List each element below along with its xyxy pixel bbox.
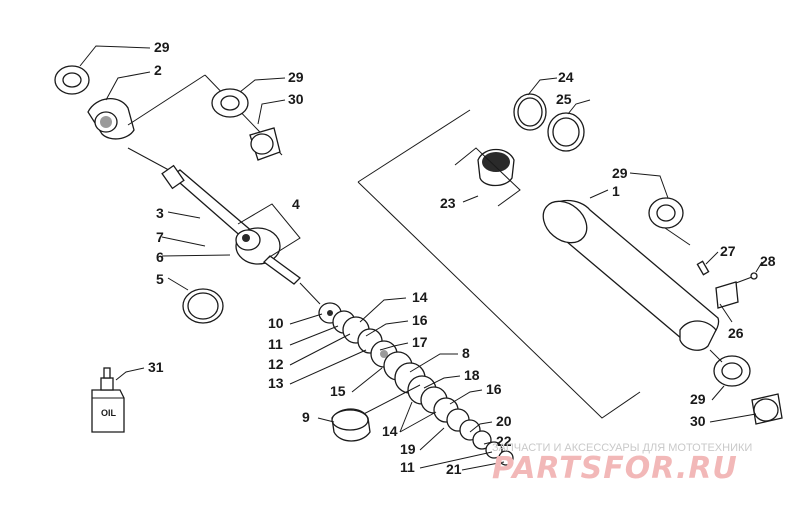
callout-3: 3	[156, 205, 164, 221]
bushing-29-bottom	[713, 355, 751, 387]
leader-lines	[79, 45, 763, 471]
callout-4: 4	[292, 196, 300, 212]
bushing-29-right	[211, 88, 249, 118]
callout-9: 9	[302, 409, 310, 425]
o-ring-25	[547, 112, 585, 152]
eyelet-2	[87, 98, 135, 140]
watermark-tagline: ЗАПЧАСТИ И АКСЕССУАРЫ ДЛЯ МОТОТЕХНИКИ	[492, 442, 752, 454]
piston-body-6	[235, 227, 301, 285]
callout-22: 22	[496, 433, 512, 449]
callout-1: 1	[612, 183, 620, 199]
callout-19: 19	[400, 441, 416, 457]
callout-8: 8	[462, 345, 470, 361]
cylinder-1	[542, 199, 720, 351]
callout-5: 5	[156, 271, 164, 287]
callout-10: 10	[268, 315, 284, 331]
callout-30: 30	[288, 91, 304, 107]
callout-12: 12	[268, 356, 284, 372]
valve-27	[696, 260, 710, 276]
callout-15: 15	[330, 383, 346, 399]
callout-7: 7	[156, 229, 164, 245]
o-ring-5	[182, 288, 224, 324]
callout-17: 17	[412, 334, 428, 350]
callout-14: 14	[412, 289, 428, 305]
o-ring-24	[513, 93, 547, 131]
sleeve-30	[249, 127, 281, 161]
bushing-29-cyl	[648, 197, 684, 229]
callout-26: 26	[728, 325, 744, 341]
callout-13: 13	[268, 375, 284, 391]
callout-14: 14	[382, 423, 398, 439]
callout-2: 2	[154, 62, 162, 78]
callout-29: 29	[288, 69, 304, 85]
callout-labels: 29 2 29 30 3 4 7 6 5 24 25 23 29 1 27 28…	[148, 39, 776, 477]
callout-21: 21	[446, 461, 462, 477]
callout-29: 29	[612, 165, 628, 181]
callout-29: 29	[690, 391, 706, 407]
callout-27: 27	[720, 243, 736, 259]
callout-6: 6	[156, 249, 164, 265]
callout-24: 24	[558, 69, 574, 85]
sleeve-30-bottom	[751, 393, 783, 425]
callout-20: 20	[496, 413, 512, 429]
callout-16: 16	[412, 312, 428, 328]
callout-31: 31	[148, 359, 164, 375]
callout-16: 16	[486, 381, 502, 397]
callout-29: 29	[154, 39, 170, 55]
callout-23: 23	[440, 195, 456, 211]
callout-11: 11	[400, 459, 415, 475]
bushing-29-top	[54, 65, 90, 95]
retainer-9	[331, 408, 371, 442]
fitting-26	[715, 281, 739, 309]
screw-28	[735, 272, 758, 284]
callout-28: 28	[760, 253, 776, 269]
callout-18: 18	[464, 367, 480, 383]
oil-bottle-label: OIL	[101, 408, 117, 418]
watermark: ЗАПЧАСТИ И АКСЕССУАРЫ ДЛЯ МОТОТЕХНИКИ PA…	[492, 442, 752, 486]
callout-25: 25	[556, 91, 572, 107]
callout-30: 30	[690, 413, 706, 429]
callout-11: 11	[268, 336, 283, 352]
watermark-logo: PARTSFOR.RU	[492, 451, 738, 486]
oil-bottle-31: OIL	[91, 367, 125, 433]
